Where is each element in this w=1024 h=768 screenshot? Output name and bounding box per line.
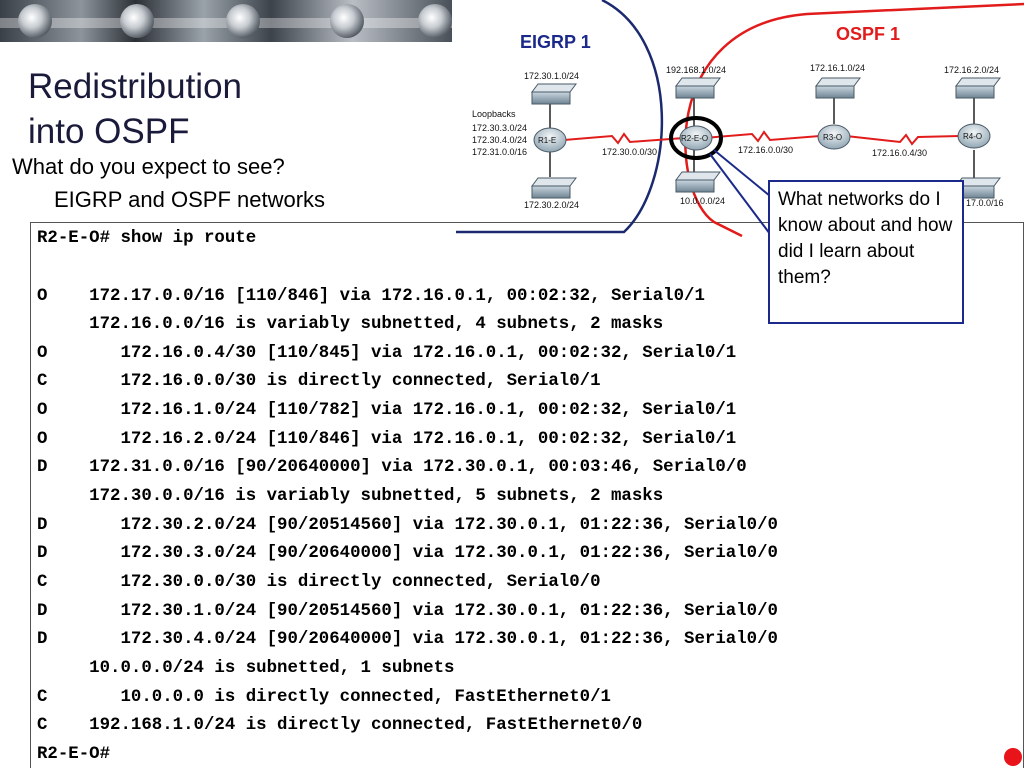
cli-line: D 172.31.0.0/16 [90/20640000] via 172.30… — [37, 458, 747, 477]
question-text: What do you expect to see? — [12, 154, 285, 179]
switch-icon — [675, 77, 721, 99]
router-label: R4-O — [963, 132, 982, 141]
switch-icon — [531, 83, 577, 105]
network-label: 172.30.2.0/24 — [524, 200, 579, 210]
cli-line: O 172.16.2.0/24 [110/846] via 172.16.0.1… — [37, 430, 737, 449]
serial-link-r1-r2 — [563, 132, 685, 145]
eigrp-domain-label: EIGRP 1 — [520, 32, 591, 52]
highlight-circle — [669, 116, 723, 160]
network-label: 172.16.1.0/24 — [810, 63, 865, 73]
network-label: 172.30.1.0/24 — [524, 71, 579, 81]
cli-line: 172.16.0.0/16 is variably subnetted, 4 s… — [37, 315, 664, 334]
topology-diagram: EIGRP 1 OSPF 1 172.30.1.0/24 Loopbacks 1… — [452, 0, 1024, 240]
router-icon — [533, 127, 567, 153]
banner-disc-image — [18, 4, 52, 38]
network-label: 17.0.0/16 — [966, 198, 1004, 208]
network-label: 172.16.2.0/24 — [944, 65, 999, 75]
cli-line: C 192.168.1.0/24 is directly connected, … — [37, 716, 643, 735]
network-label: 192.168.1.0/24 — [666, 65, 726, 75]
title-line-1: Redistribution — [28, 67, 242, 106]
switch-icon — [955, 77, 1001, 99]
cli-line: D 172.30.4.0/24 [90/20640000] via 172.30… — [37, 630, 778, 649]
serial-link-r2-r3 — [703, 130, 821, 143]
cli-line: C 172.30.0.0/30 is directly connected, S… — [37, 573, 601, 592]
router-icon — [817, 124, 851, 150]
switch-icon — [955, 177, 1001, 199]
loopback-label: 172.31.0.0/16 — [472, 147, 527, 157]
cli-line: 10.0.0.0/24 is subnetted, 1 subnets — [37, 659, 455, 678]
serial-link-r3-r4 — [845, 133, 961, 146]
banner-disc-image — [120, 4, 154, 38]
router-icon — [957, 123, 991, 149]
cli-line: R2-E-O# show ip route — [37, 229, 257, 248]
link-label: 172.30.0.0/30 — [602, 147, 657, 157]
cli-line: C 10.0.0.0 is directly connected, FastEt… — [37, 688, 611, 707]
switch-icon — [815, 77, 861, 99]
ospf-boundary — [684, 2, 1024, 238]
header-banner-image — [0, 0, 452, 42]
answer-text: EIGRP and OSPF networks — [54, 187, 326, 212]
router-label: R1-E — [538, 136, 556, 145]
cli-line: O 172.17.0.0/16 [110/846] via 172.16.0.1… — [37, 287, 705, 306]
banner-disc-image — [418, 4, 452, 38]
cli-line: R2-E-O# — [37, 745, 111, 764]
router-label: R2-E-O — [681, 134, 708, 143]
cli-line: O 172.16.0.4/30 [110/845] via 172.16.0.1… — [37, 344, 737, 363]
switch-icon — [675, 171, 721, 193]
switch-icon — [531, 177, 577, 199]
banner-disc-image — [226, 4, 260, 38]
link-label: 172.16.0.4/30 — [872, 148, 927, 158]
loopback-label: 172.30.4.0/24 — [472, 135, 527, 145]
router-icon — [679, 125, 713, 151]
slide-title: Redistribution into OSPF — [28, 64, 348, 154]
network-label: 10.0.0.0/24 — [680, 196, 725, 206]
cli-line: D 172.30.1.0/24 [90/20514560] via 172.30… — [37, 602, 778, 621]
cli-line: D 172.30.2.0/24 [90/20514560] via 172.30… — [37, 516, 778, 535]
cli-line: O 172.16.1.0/24 [110/782] via 172.16.0.1… — [37, 401, 737, 420]
callout-pointer — [713, 149, 771, 197]
cli-line: C 172.16.0.0/30 is directly connected, S… — [37, 372, 601, 391]
ospf-domain-label: OSPF 1 — [836, 24, 900, 44]
title-line-2: into OSPF — [28, 112, 190, 151]
cli-line: D 172.30.3.0/24 [90/20640000] via 172.30… — [37, 544, 778, 563]
callout-pointer — [709, 153, 771, 235]
link-label: 172.16.0.0/30 — [738, 145, 793, 155]
callout-box: What networks do I know about and how di… — [768, 180, 964, 324]
loopback-label: 172.30.3.0/24 — [472, 123, 527, 133]
banner-disc-image — [330, 4, 364, 38]
cli-line: 172.30.0.0/16 is variably subnetted, 5 s… — [37, 487, 664, 506]
router-label: R3-O — [823, 133, 842, 142]
red-dot-marker — [1004, 748, 1022, 766]
eigrp-boundary — [456, 0, 663, 234]
loopbacks-title: Loopbacks — [472, 109, 516, 119]
